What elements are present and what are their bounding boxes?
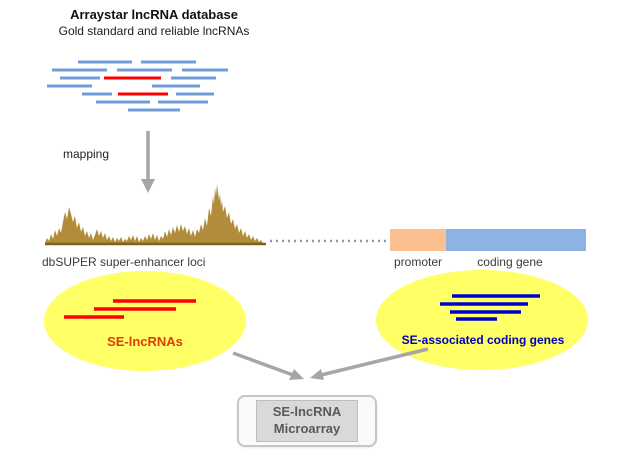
right-converge-arrow-shaft (320, 347, 429, 377)
converge-arrowheads (289, 369, 324, 380)
microarray-box-line2: Microarray (273, 421, 341, 436)
mapping-arrow (141, 131, 155, 193)
figure-title: Arraystar lncRNA database (70, 7, 238, 22)
mapping-arrowhead-icon (141, 179, 155, 193)
left-converge-arrow-shaft (232, 351, 294, 377)
microarray-box-line1: SE-lncRNA (272, 404, 342, 420)
converge-arrow-shafts (232, 347, 429, 377)
se-coding-genes-label: SE-associated coding genes (401, 333, 565, 347)
dbsuper-loci-label: dbSUPER super-enhancer loci (42, 255, 206, 269)
promoter-block (390, 229, 446, 251)
lncrna-reads-blue (47, 60, 228, 112)
microarray-box-inner: SE-lncRNA Microarray (255, 400, 359, 442)
lncrna-reads-red (104, 76, 168, 96)
microarray-box: SE-lncRNA Microarray (237, 395, 377, 447)
se-coding-gene-segments (440, 294, 540, 321)
mapping-label: mapping (63, 147, 110, 161)
promoter-label: promoter (393, 255, 443, 269)
coding-gene-block (446, 229, 586, 251)
se-lncrna-segments (64, 299, 196, 319)
left-converge-arrowhead-icon (289, 369, 304, 380)
se-lncrnas-ellipse (44, 271, 246, 371)
coding-gene-label: coding gene (477, 255, 543, 269)
right-converge-arrowhead-icon (310, 369, 324, 380)
se-lncrnas-label: SE-lncRNAs (107, 334, 183, 349)
figure-subtitle: Gold standard and reliable lncRNAs (58, 24, 250, 38)
super-enhancer-peak-profile (45, 184, 263, 243)
